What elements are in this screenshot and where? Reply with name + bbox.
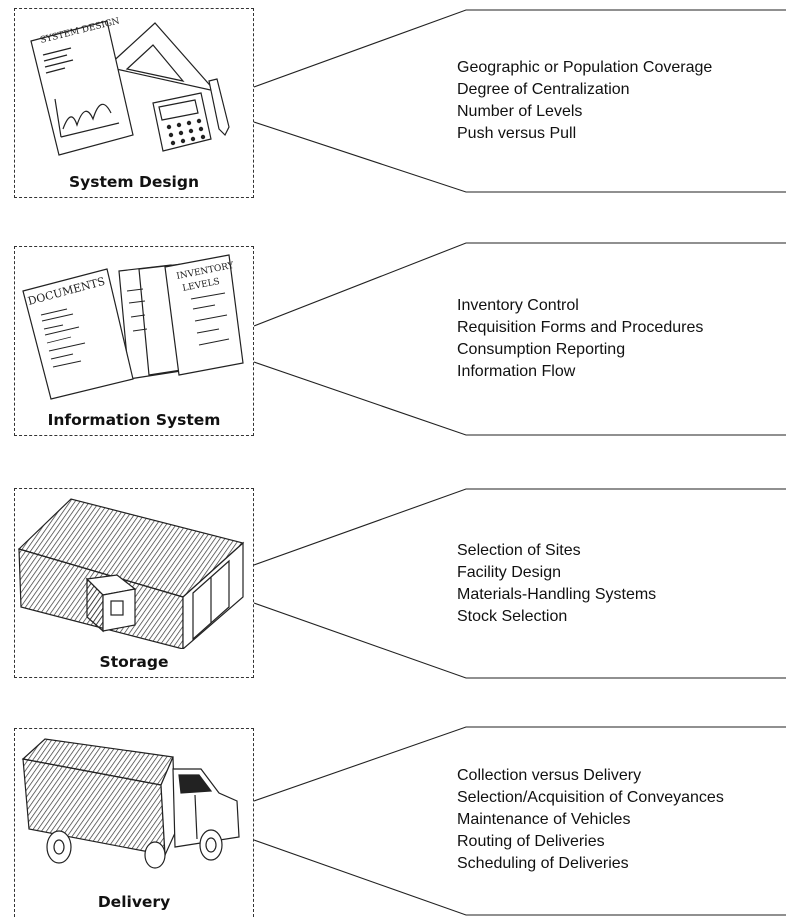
list-item: Maintenance of Vehicles [457, 811, 631, 828]
system-design-illustration: SYSTEM DESIGN [30, 16, 230, 156]
panel-items-list: Selection of Sites Facility Design Mater… [457, 540, 656, 628]
panel-items-list: Geographic or Population Coverage Degree… [457, 57, 712, 145]
list-item: Collection versus Delivery [457, 767, 642, 784]
list-item: Routing of Deliveries [457, 833, 605, 850]
truck-illustration [21, 738, 240, 869]
list-item: Geographic or Population Coverage [457, 59, 713, 76]
list-item: Selection/Acquisition of Conveyances [457, 789, 724, 806]
panel-caption: Delivery [97, 893, 171, 911]
warehouse-illustration [17, 498, 245, 649]
panel-caption: Storage [99, 653, 169, 671]
list-item: Push versus Pull [457, 125, 577, 142]
panel-items-list: Inventory Control Requisition Forms and … [457, 295, 703, 383]
list-item: Degree of Centralization [457, 81, 630, 98]
panel-caption: Information System [47, 411, 221, 429]
list-item: Scheduling of Deliveries [457, 855, 629, 872]
list-item: Consumption Reporting [457, 341, 626, 358]
list-item: Requisition Forms and Procedures [457, 319, 704, 336]
connector-system-design [253, 9, 786, 193]
list-item: Inventory Control [457, 297, 579, 314]
panel-storage-box: Storage [14, 488, 254, 678]
panel-items-list: Collection versus Delivery Selection/Acq… [457, 765, 724, 875]
connector-delivery [253, 726, 786, 916]
panel-information-system-box: DOCUMENTS INVENTORY LEVELS Information S… [14, 246, 254, 436]
panel-system-design-box: SYSTEM DESIGN System Design [14, 8, 254, 198]
list-item: Information Flow [457, 363, 576, 380]
list-item: Stock Selection [457, 608, 568, 625]
documents-illustration: DOCUMENTS INVENTORY LEVELS [22, 254, 244, 400]
connector-storage [253, 488, 786, 679]
connector-information-system [253, 242, 786, 436]
panel-delivery-box: Delivery [14, 728, 254, 917]
list-item: Facility Design [457, 564, 562, 581]
list-item: Selection of Sites [457, 542, 581, 559]
panel-caption: System Design [68, 173, 199, 191]
list-item: Materials-Handling Systems [457, 586, 657, 603]
list-item: Number of Levels [457, 103, 583, 120]
